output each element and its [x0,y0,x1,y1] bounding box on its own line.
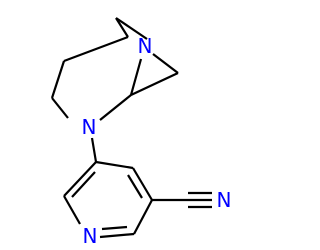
bond [115,17,148,40]
bond [63,161,97,197]
bond [99,94,132,121]
bond [152,53,179,74]
atom-label-n-bridge: N [138,34,153,58]
bond [99,232,135,239]
atom-label-n-ring: N [82,115,97,139]
bond [50,60,66,99]
bond [127,174,143,199]
bond [63,195,81,225]
atom-layer: N N N N [82,34,232,248]
molecule-structure: N N N N [50,17,232,248]
bond [51,97,69,119]
bond [90,137,98,163]
bond [115,17,129,38]
bond [71,171,96,198]
bond-layer [50,17,212,239]
bond [129,58,143,96]
bond [132,167,153,201]
bond [101,225,128,231]
bond [130,72,179,96]
bond [63,35,129,63]
atom-label-n-pyridine: N [83,224,98,248]
bond [95,160,134,170]
atom-label-n-nitrile: N [217,188,232,212]
bond [133,199,153,235]
